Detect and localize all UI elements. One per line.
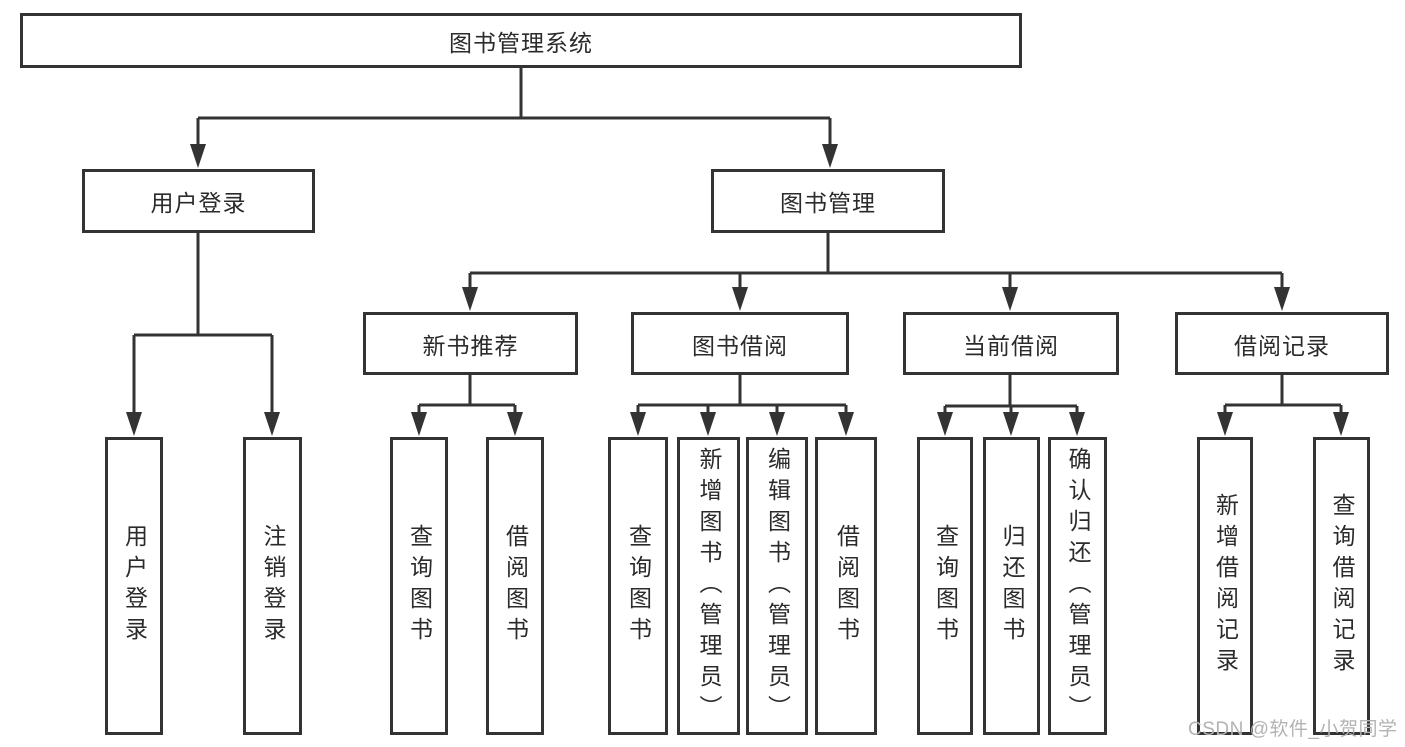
node-borrowing-records-label: 借阅记录 — [1234, 332, 1330, 359]
node-book-management-label: 图书管理 — [780, 190, 876, 216]
node-book-management: 图书管理 — [711, 169, 945, 233]
leaf-newbook-query-books: 查询图书 — [390, 437, 448, 735]
leaf-record-add-borrow-record-label: 新增借阅记录 — [1212, 493, 1239, 679]
node-user-login-label: 用户登录 — [150, 190, 247, 216]
leaf-record-query-borrow-record: 查询借阅记录 — [1313, 437, 1370, 735]
leaf-current-return-books-label: 归还图书 — [999, 524, 1025, 648]
leaf-newbook-query-books-label: 查询图书 — [406, 524, 433, 648]
node-book-borrowing-label: 图书借阅 — [692, 332, 788, 359]
node-current-borrowing: 当前借阅 — [903, 312, 1119, 375]
leaf-logout-label: 注销登录 — [260, 524, 286, 648]
leaf-current-confirm-return-admin: 确认归还（管理员） — [1048, 437, 1107, 735]
leaf-current-return-books: 归还图书 — [983, 437, 1040, 735]
leaf-borrow-borrow-books-label: 借阅图书 — [833, 524, 860, 648]
leaf-record-add-borrow-record: 新增借阅记录 — [1197, 437, 1253, 735]
leaf-current-confirm-return-admin-label: 确认归还（管理员） — [1065, 446, 1091, 726]
node-new-book-recommend: 新书推荐 — [363, 312, 578, 375]
leaf-borrow-edit-book-admin-label: 编辑图书（管理员） — [764, 446, 791, 726]
leaf-user-login-label: 用户登录 — [121, 524, 148, 648]
leaf-borrow-borrow-books: 借阅图书 — [815, 437, 877, 735]
leaf-borrow-edit-book-admin: 编辑图书（管理员） — [746, 437, 808, 735]
node-library-system: 图书管理系统 — [20, 13, 1022, 68]
csdn-watermark: CSDN @软件_小贺同学 — [1188, 719, 1398, 740]
leaf-borrow-query-books-label: 查询图书 — [625, 524, 652, 648]
node-borrowing-records: 借阅记录 — [1175, 312, 1389, 375]
node-current-borrowing-label: 当前借阅 — [963, 332, 1059, 359]
leaf-borrow-add-book-admin: 新增图书（管理员） — [677, 437, 740, 735]
leaf-user-login: 用户登录 — [105, 437, 163, 735]
node-user-login: 用户登录 — [82, 169, 315, 233]
leaf-logout: 注销登录 — [243, 437, 302, 735]
leaf-borrow-add-book-admin-label: 新增图书（管理员） — [696, 446, 722, 726]
node-new-book-recommend-label: 新书推荐 — [422, 332, 519, 359]
leaf-newbook-borrow-books: 借阅图书 — [486, 437, 544, 735]
node-book-borrowing: 图书借阅 — [631, 312, 849, 375]
leaf-record-query-borrow-record-label: 查询借阅记录 — [1329, 493, 1355, 679]
leaf-borrow-query-books: 查询图书 — [608, 437, 668, 735]
leaf-newbook-borrow-books-label: 借阅图书 — [502, 524, 529, 648]
leaf-current-query-books-label: 查询图书 — [932, 524, 959, 648]
node-library-system-label: 图书管理系统 — [449, 29, 593, 56]
leaf-current-query-books: 查询图书 — [917, 437, 973, 735]
